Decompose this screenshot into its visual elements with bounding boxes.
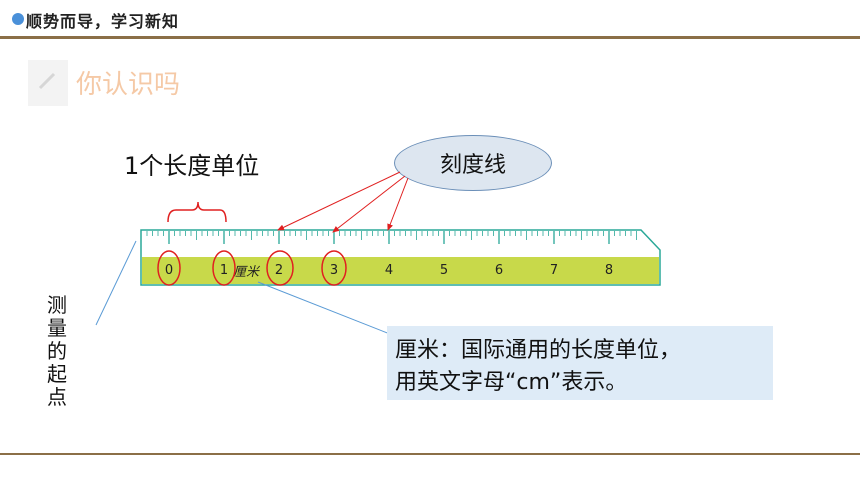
ruler-number: 1 <box>220 263 228 278</box>
header-title: 顺势而导，学习新知 <box>26 12 180 31</box>
start-pointer-line <box>95 240 137 326</box>
ruler-number: 3 <box>330 263 338 278</box>
arrow-2 <box>332 175 406 233</box>
arrow-1 <box>277 171 401 231</box>
definition-line-1: 厘米：国际通用的长度单位， <box>395 338 682 363</box>
circle-0 <box>157 250 181 286</box>
footer-divider <box>0 453 860 455</box>
header-bar: 顺势而导，学习新知 <box>0 0 860 40</box>
bullet-dot-icon <box>12 13 24 25</box>
ruler-number: 2 <box>275 263 283 278</box>
measure-start-char: 点 <box>47 385 67 409</box>
ruler-ticks <box>146 231 637 244</box>
ruler-unit-text: 厘米 <box>233 265 261 280</box>
definition-line-2: 用英文字母“cm”表示。 <box>395 370 628 395</box>
ruler-number: 5 <box>440 263 448 278</box>
ruler-number: 7 <box>550 263 558 278</box>
ruler-numbers: 0 1 2 3 4 5 6 7 8 <box>165 263 613 278</box>
ruler-number: 0 <box>165 263 173 278</box>
pencil-icon <box>28 60 68 106</box>
circle-2 <box>266 250 294 286</box>
circle-3 <box>321 250 347 286</box>
ruler-number: 8 <box>605 263 613 278</box>
definition-box: 厘米：国际通用的长度单位， 用英文字母“cm”表示。 <box>387 326 773 400</box>
measure-start-char: 的 <box>47 339 67 363</box>
arrow-3 <box>387 177 409 231</box>
measure-start-char: 测 <box>47 293 67 317</box>
measure-start-char: 量 <box>47 316 67 340</box>
header-divider <box>0 36 860 39</box>
measure-start-label: 测 量 的 起 点 <box>44 294 70 409</box>
unit-label: 1个长度单位 <box>124 152 260 180</box>
cm-pointer-line <box>257 281 396 337</box>
section-title: 你认识吗 <box>76 70 181 100</box>
circle-1 <box>212 250 236 286</box>
ruler-number-band <box>142 257 659 284</box>
ruler-number: 4 <box>385 263 393 278</box>
measure-start-char: 起 <box>47 362 67 386</box>
brace-icon <box>167 201 227 223</box>
tick-marks-label: 刻度线 <box>439 153 506 178</box>
ruler-number: 6 <box>495 263 503 278</box>
tick-marks-bubble: 刻度线 <box>394 135 552 191</box>
